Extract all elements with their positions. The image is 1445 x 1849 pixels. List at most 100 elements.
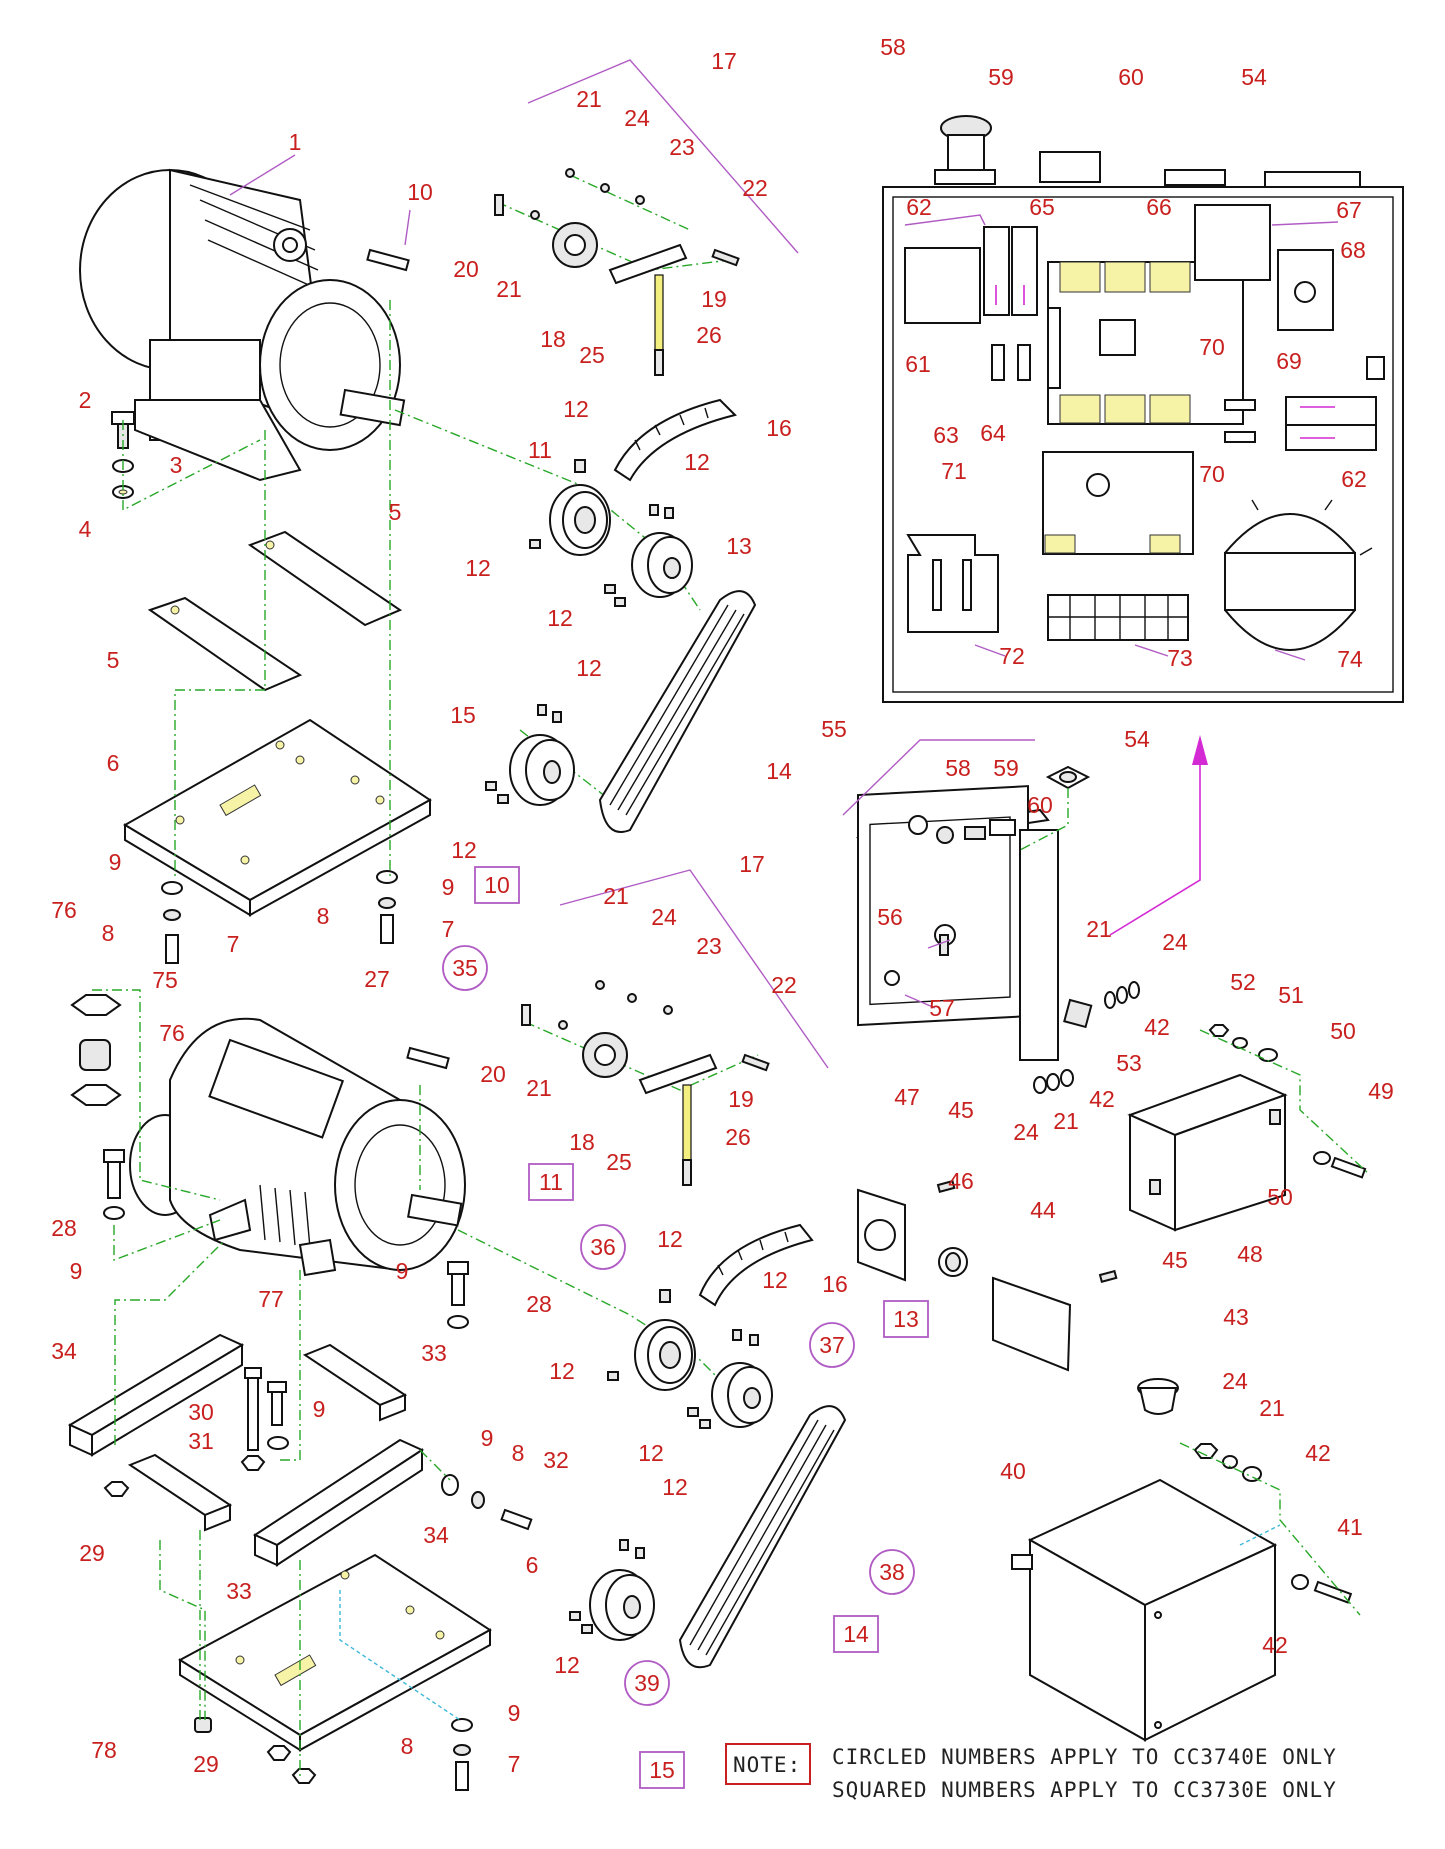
part-label-23: 23 [696, 933, 722, 959]
pulley-15-upper [485, 704, 575, 806]
part-label-31: 31 [188, 1428, 214, 1454]
part-label-72: 72 [999, 643, 1025, 669]
part-label-65: 65 [1029, 194, 1055, 220]
squared-marker-label: 15 [649, 1757, 675, 1783]
part-label-60: 60 [1027, 792, 1053, 818]
part-label-7: 7 [227, 931, 240, 957]
part-label-33: 33 [421, 1340, 447, 1366]
squared-marker-box [883, 1300, 929, 1338]
part-label-55: 55 [821, 716, 847, 742]
squared-marker-box [528, 1163, 574, 1201]
chain-16-upper [613, 398, 737, 482]
cap-43 [1137, 1378, 1179, 1415]
part-label-75: 75 [152, 967, 178, 993]
part-label-30: 30 [188, 1399, 214, 1425]
part-label-59: 59 [993, 755, 1019, 781]
part-label-5: 5 [389, 499, 402, 525]
part-label-19: 19 [701, 286, 727, 312]
circled-marker-37: 37 [809, 1322, 855, 1368]
part-label-12: 12 [547, 605, 573, 631]
part-label-77: 77 [258, 1286, 284, 1312]
squared-marker-box [833, 1615, 879, 1653]
part-label-48: 48 [1237, 1241, 1263, 1267]
part-label-70: 70 [1199, 461, 1225, 487]
part-label-18: 18 [569, 1129, 595, 1155]
centerlines-lower [92, 989, 759, 1780]
circled-marker-36: 36 [580, 1224, 626, 1270]
part-label-52: 52 [1230, 969, 1256, 995]
enclosure-48 [1127, 1073, 1288, 1232]
circled-marker-label: 36 [590, 1234, 616, 1260]
detail-arrow [1109, 735, 1208, 936]
part-label-21: 21 [576, 86, 602, 112]
part-label-24: 24 [1013, 1119, 1039, 1145]
part-label-6: 6 [526, 1552, 539, 1578]
part-label-29: 29 [193, 1751, 219, 1777]
note-line-1: CIRCLED NUMBERS APPLY TO CC3740E ONLY [832, 1745, 1337, 1769]
part-label-12: 12 [684, 449, 710, 475]
chain-16-lower [698, 1223, 814, 1307]
leader-lines [229, 59, 1339, 1069]
part-label-17: 17 [711, 48, 737, 74]
squared-marker-box [639, 1751, 685, 1789]
centerline-40 [1179, 1442, 1361, 1616]
part-label-44: 44 [1030, 1197, 1056, 1223]
key-10 [366, 248, 410, 272]
part-label-5: 5 [107, 647, 120, 673]
hardware-48 [1208, 1024, 1367, 1179]
part-label-21: 21 [496, 276, 522, 302]
idler-assembly-lower [521, 980, 770, 1186]
part-label-40: 40 [1000, 1458, 1026, 1484]
part-label-27: 27 [364, 966, 390, 992]
part-label-28: 28 [51, 1215, 77, 1241]
part-label-22: 22 [771, 972, 797, 998]
squared-marker-15: 15 [639, 1751, 685, 1789]
motor-base-lower [178, 1553, 492, 1752]
part-label-57: 57 [929, 995, 955, 1021]
part-label-21: 21 [1053, 1108, 1079, 1134]
grommet-54 [1045, 765, 1091, 790]
part-label-50: 50 [1330, 1018, 1356, 1044]
hardware-7-8-9-upper [161, 870, 398, 964]
squared-marker-label: 10 [484, 872, 510, 898]
part-label-9: 9 [481, 1425, 494, 1451]
circled-marker-label: 38 [879, 1559, 905, 1585]
circled-marker-ring [809, 1322, 855, 1368]
part-label-71: 71 [941, 458, 967, 484]
part-label-8: 8 [512, 1440, 525, 1466]
squared-marker-label: 14 [843, 1621, 869, 1647]
belt-14-upper [598, 590, 757, 833]
part-label-8: 8 [102, 920, 115, 946]
part-label-41: 41 [1337, 1514, 1363, 1540]
part-label-12: 12 [554, 1652, 580, 1678]
part-label-16: 16 [822, 1271, 848, 1297]
part-label-58: 58 [945, 755, 971, 781]
part-label-54: 54 [1124, 726, 1150, 752]
motor-lower [129, 1017, 466, 1277]
part-label-53: 53 [1116, 1050, 1142, 1076]
part-number-labels: 1234556778899101112121212121213141516171… [51, 34, 1394, 1777]
part-label-21: 21 [526, 1075, 552, 1101]
part-label-24: 24 [1222, 1368, 1248, 1394]
part-label-12: 12 [662, 1474, 688, 1500]
plates-5 [147, 530, 403, 692]
part-label-51: 51 [1278, 982, 1304, 1008]
part-label-26: 26 [725, 1124, 751, 1150]
pulley-37 [687, 1329, 773, 1429]
belt-38 [678, 1405, 847, 1669]
part-label-34: 34 [51, 1338, 77, 1364]
part-label-42: 42 [1144, 1014, 1170, 1040]
circled-marker-35: 35 [442, 945, 488, 991]
note-line-2: SQUARED NUMBERS APPLY TO CC3730E ONLY [832, 1778, 1337, 1802]
part-label-66: 66 [1146, 194, 1172, 220]
plate-47 [857, 1179, 956, 1282]
part-label-7: 7 [508, 1751, 521, 1777]
part-label-68: 68 [1340, 237, 1366, 263]
pulley-13-upper [604, 504, 693, 607]
part-label-62: 62 [906, 194, 932, 220]
part-label-33: 33 [226, 1578, 252, 1604]
part-label-22: 22 [742, 175, 768, 201]
part-label-47: 47 [894, 1084, 920, 1110]
part-label-42: 42 [1262, 1632, 1288, 1658]
hardware-9-8-32 [441, 1474, 533, 1531]
